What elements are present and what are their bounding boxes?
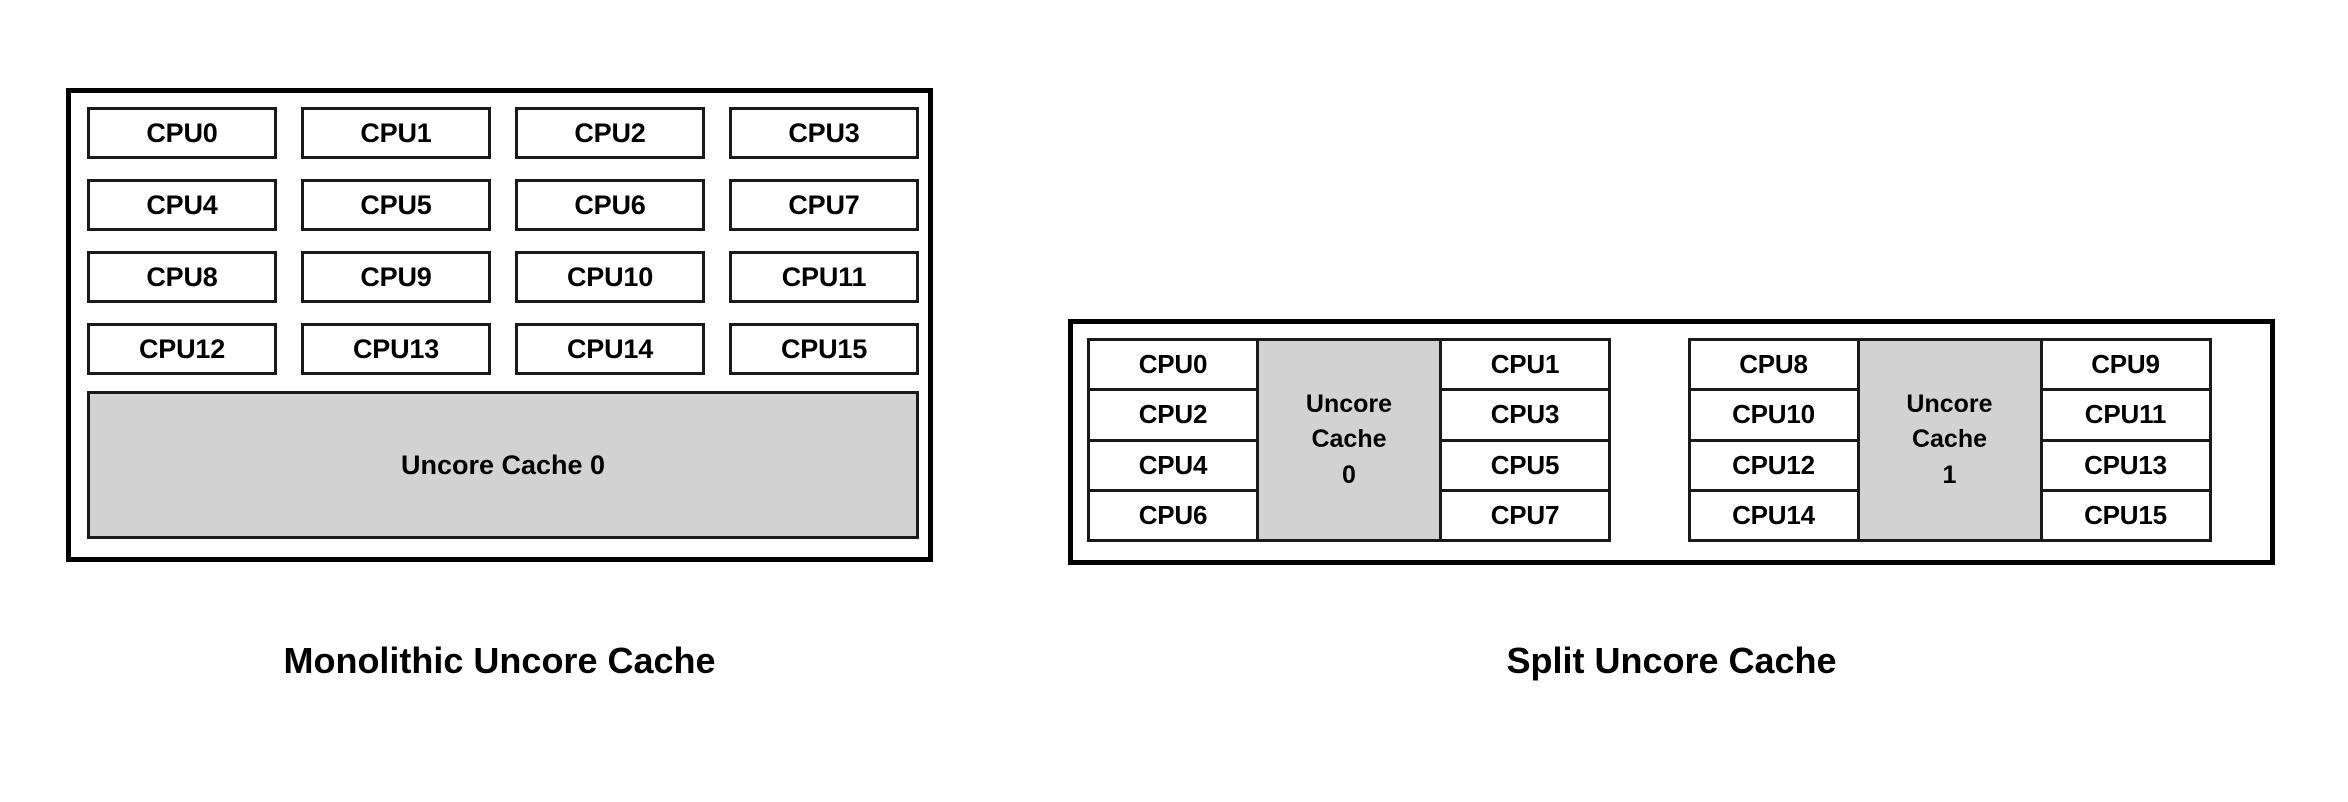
split-uncore-cache-diagram: CPU0 CPU2 CPU4 CPU6 Uncore Cache 0 CPU1 … (1068, 319, 2275, 565)
cpu-cell: CPU6 (515, 179, 705, 231)
split-groups-container: CPU0 CPU2 CPU4 CPU6 Uncore Cache 0 CPU1 … (1087, 338, 2266, 556)
cache-label-line: Uncore (1906, 389, 1993, 418)
cpu-cell: CPU5 (301, 179, 491, 231)
cpu-cell: CPU1 (1439, 338, 1611, 392)
cpu-cell: CPU13 (301, 323, 491, 375)
cpu-cell: CPU4 (87, 179, 277, 231)
cpu-column-right: CPU9 CPU11 CPU13 CPU15 (2039, 338, 2212, 542)
cpu-cell: CPU0 (87, 107, 277, 159)
cpu-cell: CPU7 (1439, 488, 1611, 542)
monolithic-cpu-grid: CPU0 CPU1 CPU2 CPU3 CPU4 CPU5 CPU6 CPU7 … (87, 107, 919, 375)
cpu-cell: CPU14 (515, 323, 705, 375)
split-diagram-caption: Split Uncore Cache (1506, 640, 1837, 681)
cpu-cell: CPU0 (1087, 338, 1259, 392)
cpu-cell: CPU9 (301, 251, 491, 303)
cpu-cell: CPU11 (729, 251, 919, 303)
cpu-cell: CPU9 (2039, 338, 2212, 392)
monolithic-diagram-caption: Monolithic Uncore Cache (283, 640, 716, 681)
cpu-column-right: CPU1 CPU3 CPU5 CPU7 (1439, 338, 1611, 542)
split-cache-group-1: CPU8 CPU10 CPU12 CPU14 Uncore Cache 1 CP… (1687, 338, 2267, 542)
cache-label-line: Cache (1911, 425, 1988, 454)
cpu-cell: CPU7 (729, 179, 919, 231)
cpu-cell: CPU11 (2039, 388, 2212, 442)
cache-label-line: 1 (1942, 460, 1957, 489)
cpu-cell: CPU2 (1087, 388, 1259, 442)
cache-label-line: Uncore (1305, 389, 1393, 418)
cache-label-line: 0 (1342, 460, 1356, 489)
split-cache-group-0: CPU0 CPU2 CPU4 CPU6 Uncore Cache 0 CPU1 … (1087, 338, 1666, 542)
cpu-column-left: CPU8 CPU10 CPU12 CPU14 (1687, 338, 1860, 542)
cpu-cell: CPU15 (729, 323, 919, 375)
cpu-cell: CPU12 (1687, 438, 1860, 492)
cpu-cell: CPU10 (1687, 388, 1860, 442)
cache-label-line: Cache (1311, 425, 1387, 454)
cpu-cell: CPU1 (301, 107, 491, 159)
cpu-cell: CPU13 (2039, 438, 2212, 492)
cpu-cell: CPU15 (2039, 488, 2212, 542)
cpu-cell: CPU5 (1439, 438, 1611, 492)
cpu-cell: CPU14 (1687, 488, 1860, 542)
monolithic-uncore-cache-diagram: CPU0 CPU1 CPU2 CPU3 CPU4 CPU5 CPU6 CPU7 … (66, 88, 933, 562)
cpu-cell: CPU12 (87, 323, 277, 375)
cpu-cell: CPU10 (515, 251, 705, 303)
cpu-cell: CPU2 (515, 107, 705, 159)
cpu-cell: CPU8 (1687, 338, 1860, 392)
cpu-cell: CPU3 (729, 107, 919, 159)
cpu-cell: CPU3 (1439, 388, 1611, 442)
cpu-column-left: CPU0 CPU2 CPU4 CPU6 (1087, 338, 1259, 542)
uncore-cache-block: Uncore Cache 0 (87, 391, 919, 539)
cpu-cell: CPU4 (1087, 438, 1259, 492)
cpu-cell: CPU8 (87, 251, 277, 303)
uncore-cache-block: Uncore Cache 1 (1856, 338, 2043, 542)
uncore-cache-block: Uncore Cache 0 (1256, 338, 1442, 542)
cpu-cell: CPU6 (1087, 488, 1259, 542)
